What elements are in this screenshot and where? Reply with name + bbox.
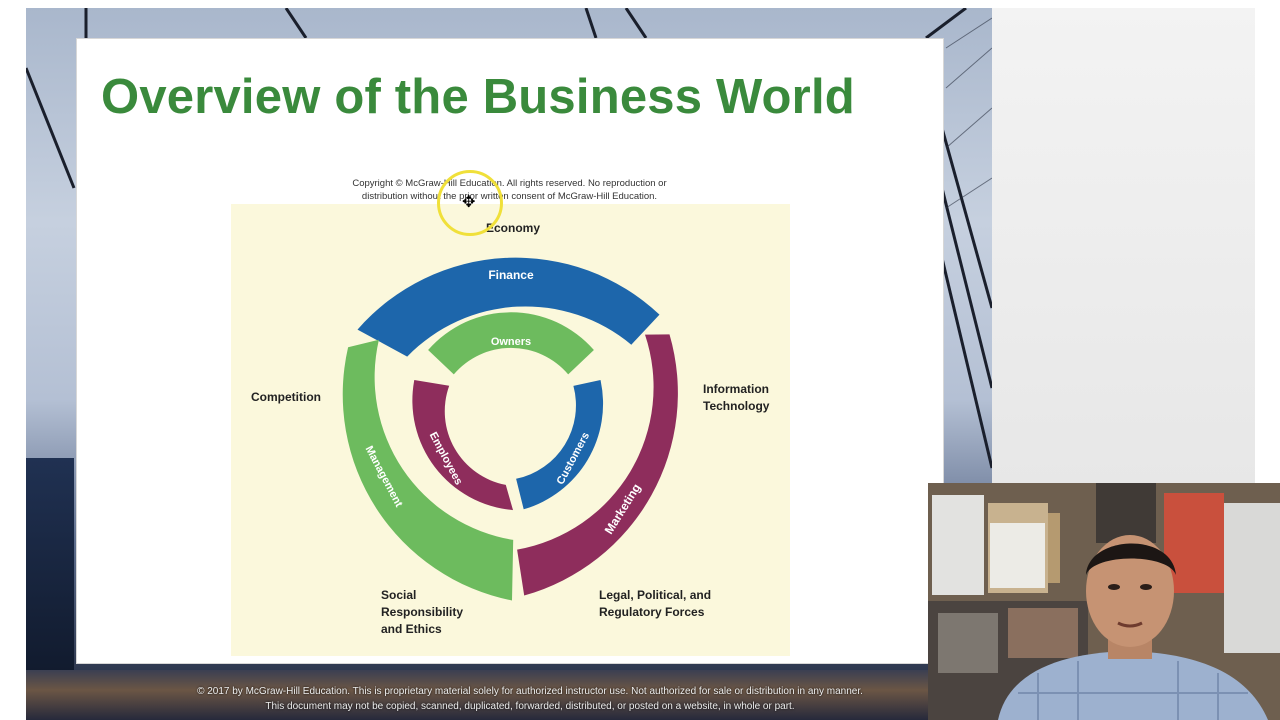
cursor-highlight — [437, 170, 503, 236]
competition-label: Competition — [251, 390, 321, 404]
footer-line-2: This document may not be copied, scanned… — [265, 701, 795, 712]
move-cursor-icon: ✥ — [462, 194, 476, 211]
slide-title: Overview of the Business World — [101, 70, 855, 124]
ring-diagram: Finance Owners Marketing Management Cust… — [342, 257, 678, 601]
customers-segment — [516, 380, 604, 510]
legal-political-label: Legal, Political, and Regulatory Forces — [599, 588, 712, 619]
slide: Overview of the Business World Copyright… — [76, 38, 944, 664]
owners-label: Owners — [491, 336, 531, 348]
harbor-lights — [26, 670, 992, 720]
economy-label: Economy — [486, 221, 541, 235]
footer-line-1: © 2017 by McGraw-Hill Education. This is… — [197, 686, 863, 697]
finance-segment — [357, 257, 660, 357]
copyright-line-2: distribution without the prior written c… — [361, 191, 658, 202]
footer-notice: © 2017 by McGraw-Hill Education. This is… — [130, 684, 930, 714]
presenter-webcam — [928, 483, 1280, 720]
employees-segment — [412, 380, 513, 511]
information-technology-label: Information Technology — [703, 382, 770, 413]
marketing-segment — [517, 334, 678, 596]
finance-label: Finance — [488, 268, 534, 282]
business-world-diagram: Finance Owners Marketing Management Cust… — [231, 204, 790, 656]
social-responsibility-label: Social Responsibility and Ethics — [381, 588, 464, 636]
copyright-notice: Copyright © McGraw-Hill Education. All r… — [227, 177, 792, 203]
webcam-scene — [928, 483, 1280, 720]
blank-screen-area — [992, 8, 1255, 484]
copyright-line-1: Copyright © McGraw-Hill Education. All r… — [352, 178, 667, 189]
management-segment — [342, 339, 514, 601]
bridge-cables-graphic — [26, 8, 992, 469]
owners-segment — [428, 312, 594, 375]
